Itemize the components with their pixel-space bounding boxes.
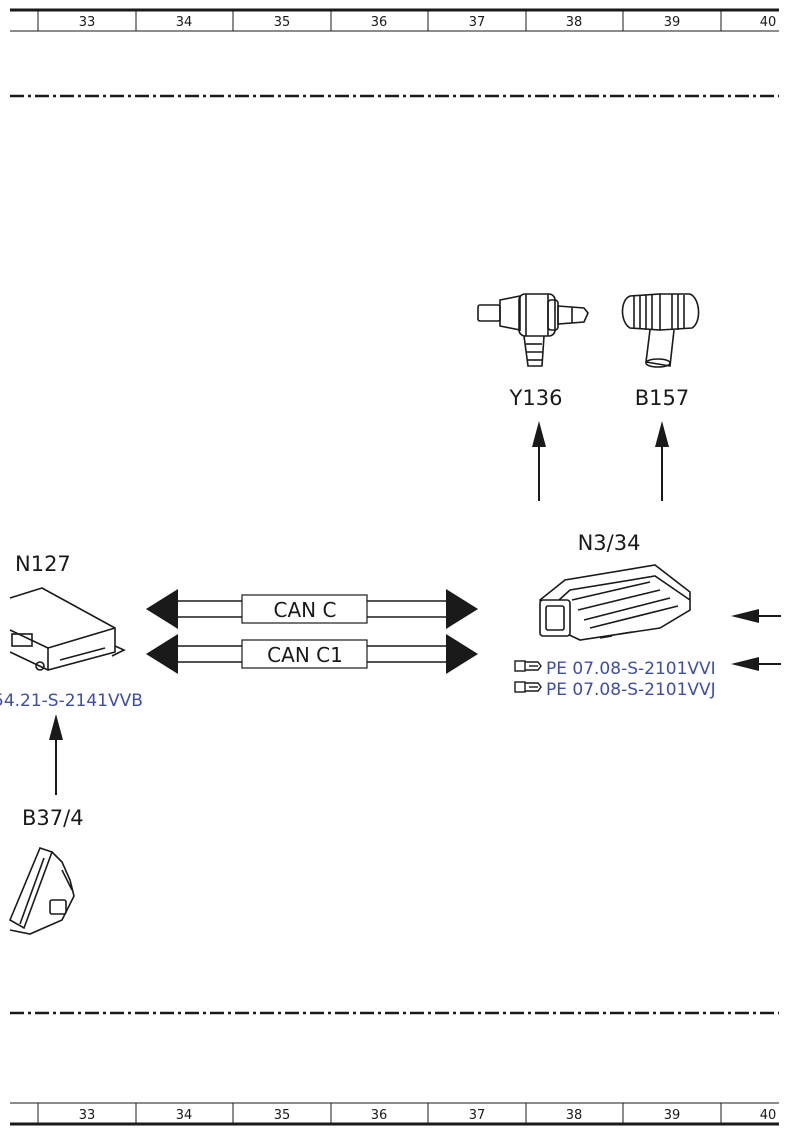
n127-ref-link[interactable]: 54.21-S-2141VVB bbox=[0, 691, 143, 711]
top-column-34: 34 bbox=[176, 15, 193, 30]
n3-34-ref-1[interactable]: PE 07.08-S-2101VVI bbox=[514, 659, 716, 679]
n3-34-ref-2-link[interactable]: PE 07.08-S-2101VVJ bbox=[546, 680, 716, 700]
hand-pointer-icon bbox=[514, 660, 542, 672]
arrow-to-n127 bbox=[49, 714, 63, 795]
n127-label: N127 bbox=[15, 552, 71, 576]
bottom-column-38: 38 bbox=[566, 1108, 583, 1123]
top-column-38: 38 bbox=[566, 15, 583, 30]
can-c1-label: CAN C1 bbox=[267, 643, 343, 667]
top-column-36: 36 bbox=[371, 15, 388, 30]
bottom-column-ruler: 33 34 35 36 37 38 39 40 bbox=[10, 1102, 779, 1126]
hand-pointer-icon bbox=[514, 681, 542, 693]
arrow-to-b157 bbox=[655, 421, 669, 501]
n127-control-unit-icon bbox=[9, 587, 126, 671]
top-column-ruler: 33 34 35 36 37 38 39 40 bbox=[10, 8, 779, 32]
b37-4-label: B37/4 bbox=[22, 806, 84, 830]
top-column-33: 33 bbox=[79, 15, 96, 30]
bottom-column-36: 36 bbox=[371, 1108, 388, 1123]
n3-34-control-unit-icon bbox=[539, 564, 691, 641]
top-column-39: 39 bbox=[664, 15, 681, 30]
top-column-37: 37 bbox=[469, 15, 486, 30]
bottom-column-35: 35 bbox=[274, 1108, 291, 1123]
n3-34-label: N3/34 bbox=[578, 531, 641, 555]
top-column-35: 35 bbox=[274, 15, 291, 30]
bottom-column-37: 37 bbox=[469, 1108, 486, 1123]
incoming-arrow-lower bbox=[731, 657, 781, 671]
bottom-column-33: 33 bbox=[79, 1108, 96, 1123]
b37-4-pedal-sensor-icon bbox=[8, 847, 75, 935]
y136-label: Y136 bbox=[509, 386, 563, 410]
b157-label: B157 bbox=[635, 386, 690, 410]
y136-valve-icon bbox=[477, 293, 589, 367]
bottom-column-40: 40 bbox=[760, 1108, 777, 1123]
can-c-bus: CAN C bbox=[146, 589, 478, 629]
n3-34-ref-2[interactable]: PE 07.08-S-2101VVJ bbox=[514, 680, 716, 700]
top-column-40: 40 bbox=[760, 15, 777, 30]
b157-sensor-icon bbox=[621, 293, 700, 368]
incoming-arrow-upper bbox=[731, 609, 781, 623]
n3-34-ref-1-link[interactable]: PE 07.08-S-2101VVI bbox=[546, 659, 716, 679]
bottom-column-39: 39 bbox=[664, 1108, 681, 1123]
bottom-column-34: 34 bbox=[176, 1108, 193, 1123]
can-c-label: CAN C bbox=[274, 598, 337, 622]
arrow-to-y136 bbox=[532, 421, 546, 501]
can-c1-bus: CAN C1 bbox=[146, 634, 478, 674]
